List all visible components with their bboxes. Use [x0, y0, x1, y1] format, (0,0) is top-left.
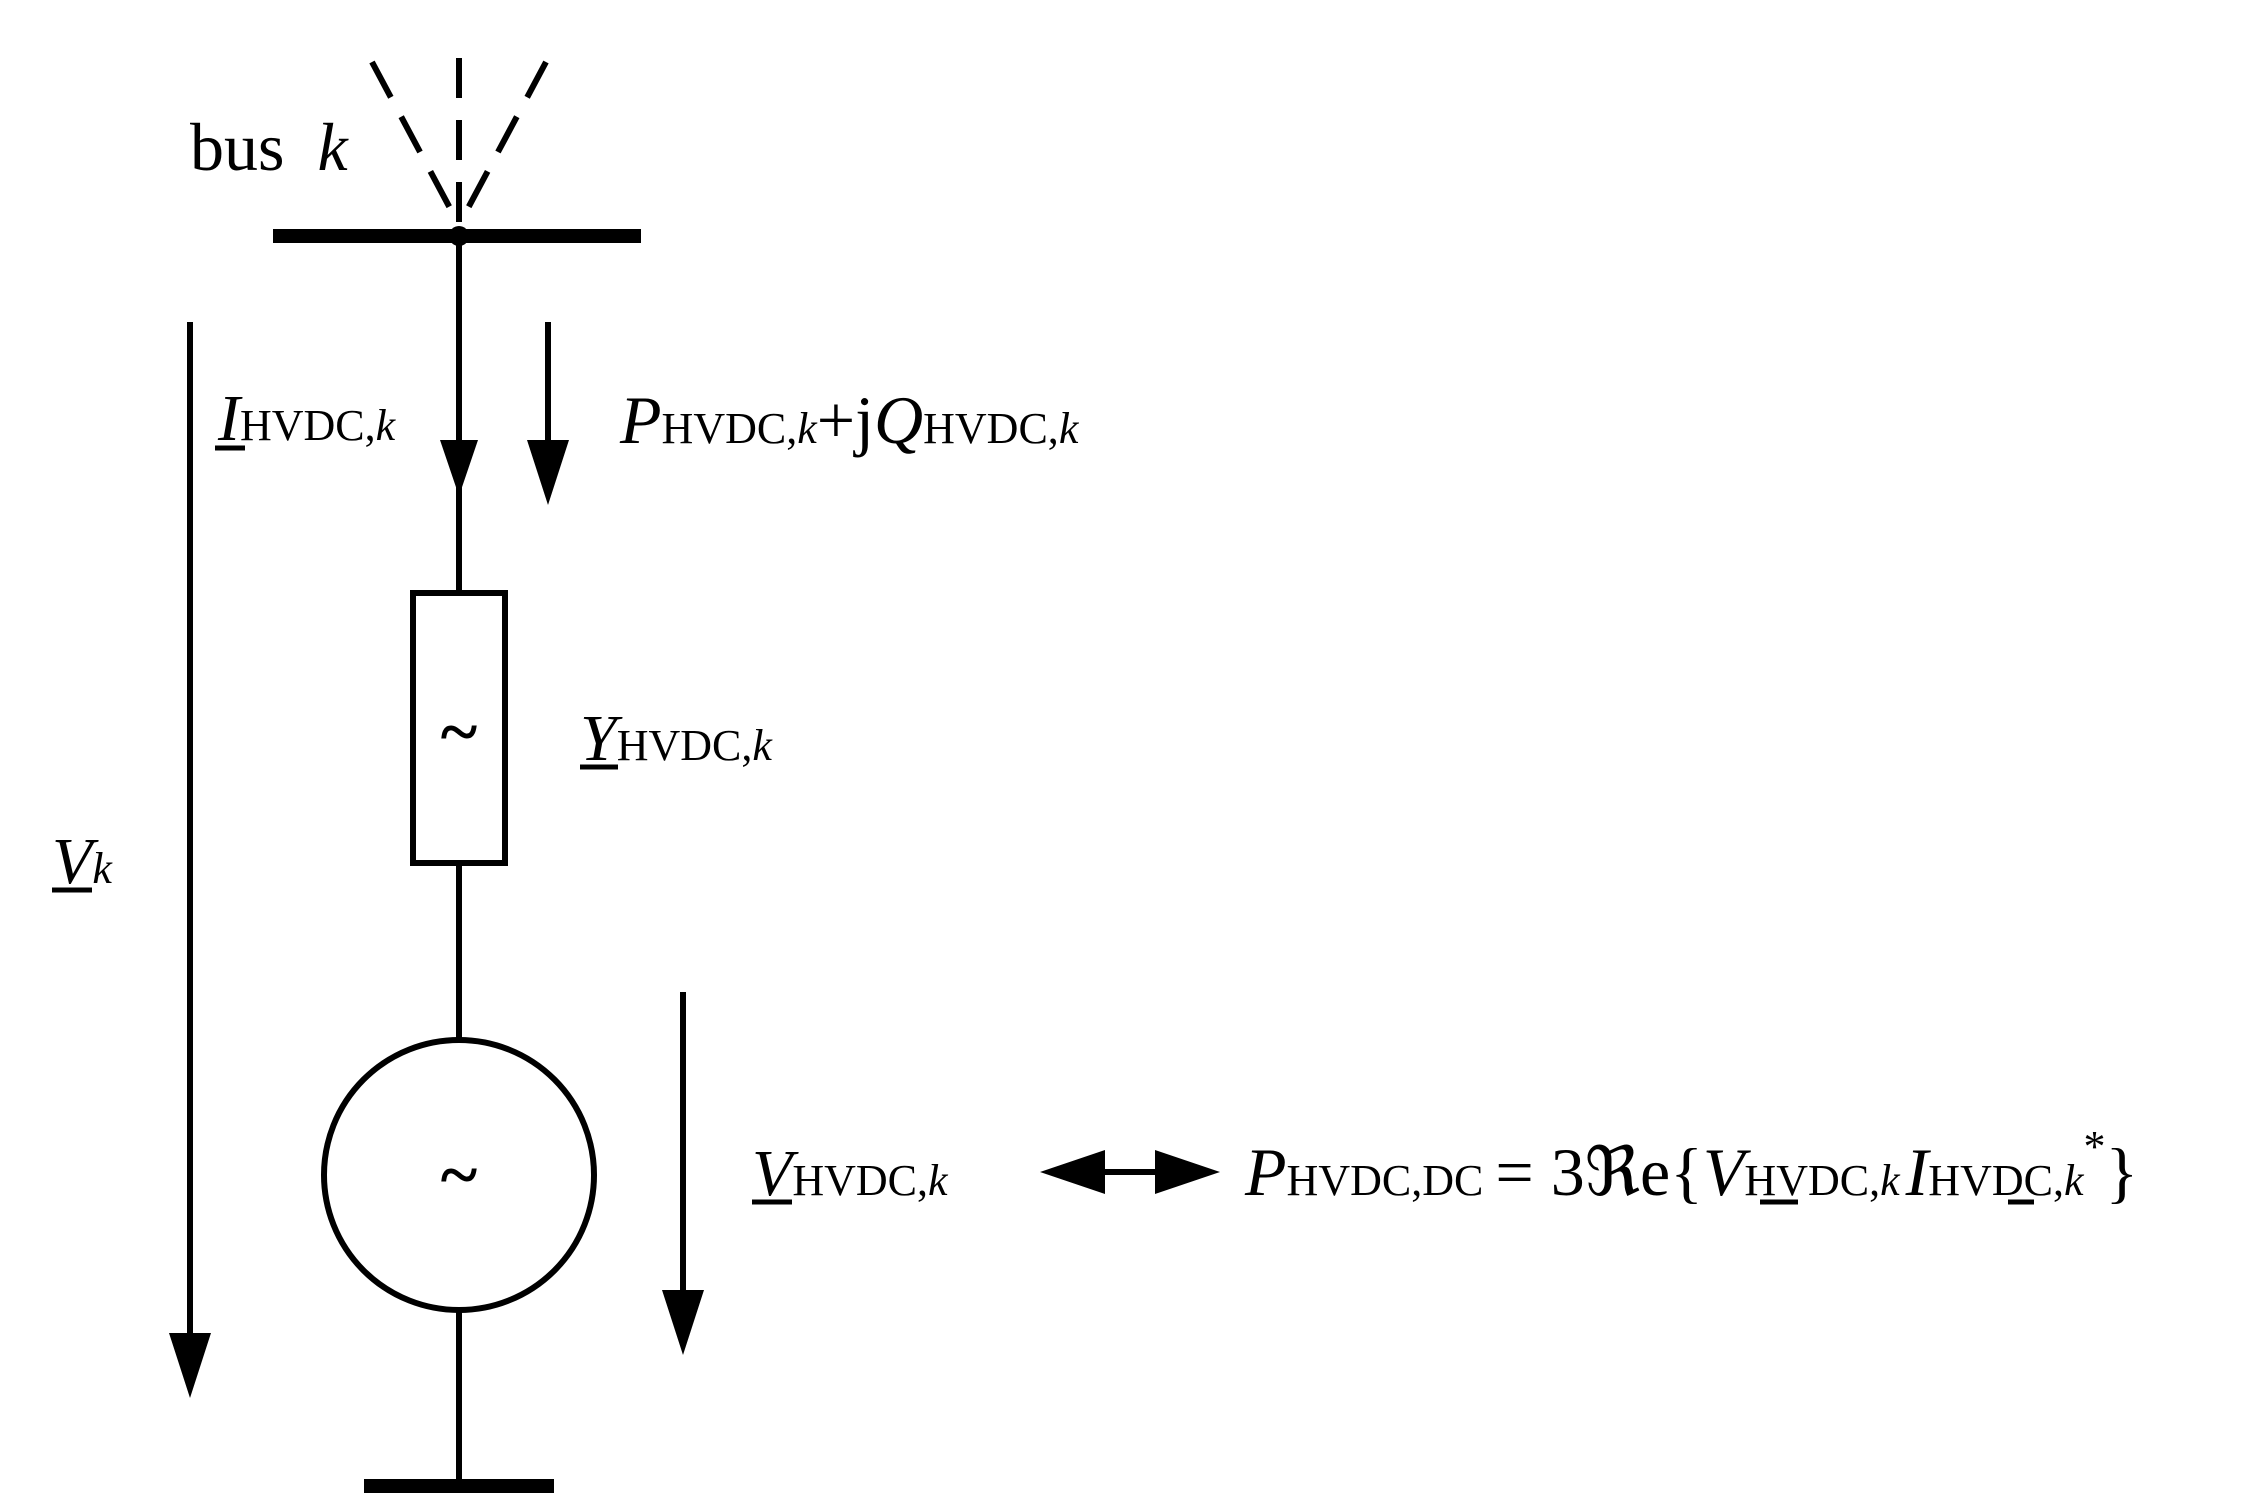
admittance-glyph: ~: [441, 694, 477, 771]
equation-equals: = 3: [1495, 1134, 1584, 1210]
equation-i-sub: HVDC,: [1928, 1156, 2064, 1205]
power-q-symbol: Q: [874, 382, 923, 458]
bus-voltage-arrowhead: [169, 1333, 211, 1398]
power-p-symbol: P: [619, 382, 662, 458]
equation-i-sub-index: k: [2064, 1156, 2085, 1205]
bus-label: bus k: [190, 109, 349, 185]
admittance-sub-index: k: [752, 721, 773, 770]
incoming-line-left: [369, 60, 462, 227]
equation-v-sub-index: k: [1880, 1156, 1901, 1205]
bus-label-word: bus: [190, 109, 284, 185]
admittance-sub: HVDC,: [617, 721, 753, 770]
current-sub: HVDC,: [240, 401, 376, 450]
equation-lhs-symbol: P: [1244, 1134, 1287, 1210]
equation-lhs-sub: HVDC,DC: [1287, 1156, 1484, 1205]
equation-i-symbol: I: [1905, 1134, 1932, 1210]
source-voltage-symbol: V: [752, 1137, 799, 1210]
equation-close: }: [2106, 1134, 2139, 1210]
equation-re-op: ℜe{: [1585, 1134, 1703, 1210]
power-q-sub: HVDC,: [923, 404, 1059, 453]
power-p-sub: HVDC,: [662, 404, 798, 453]
power-label: PHVDC,k+jQHVDC,k: [619, 382, 1080, 458]
current-symbol: I: [217, 382, 243, 455]
voltage-source: [321, 1037, 597, 1313]
power-p-sub-index: k: [797, 404, 818, 453]
current-arrow: [440, 440, 478, 496]
bus-label-index: k: [317, 109, 349, 185]
source-voltage-sub-index: k: [928, 1156, 949, 1205]
source-voltage-arrowhead: [662, 1290, 704, 1355]
source-voltage-sub: HVDC,: [792, 1156, 928, 1205]
equation-v-sub: HVDC,: [1744, 1156, 1880, 1205]
power-join: +j: [817, 382, 874, 458]
current-label: IHVDC,k: [217, 382, 397, 455]
current-sub-index: k: [376, 401, 397, 450]
power-arrowhead: [527, 440, 569, 505]
equation: PHVDC,DC= 3ℜe{VHVDC,kIHVDC,k*}: [1244, 1122, 2138, 1210]
double-arrow-left-head: [1040, 1150, 1105, 1194]
double-arrow-right-head: [1155, 1150, 1220, 1194]
admittance-label: YHVDC,k: [580, 702, 773, 775]
equation-conj: *: [2084, 1122, 2106, 1171]
incoming-lines: [369, 58, 549, 227]
bus-voltage-sub-index: k: [92, 844, 113, 893]
bus-voltage-label: Vk: [52, 825, 113, 898]
power-q-sub-index: k: [1059, 404, 1080, 453]
admittance-box: [410, 590, 508, 866]
equation-v-symbol: V: [1703, 1134, 1752, 1210]
admittance-symbol: Y: [580, 702, 623, 775]
bus-voltage-symbol: V: [52, 825, 99, 898]
incoming-line-right: [456, 60, 549, 227]
source-glyph: ~: [441, 1137, 477, 1214]
source-voltage-label: VHVDC,k: [752, 1137, 949, 1210]
